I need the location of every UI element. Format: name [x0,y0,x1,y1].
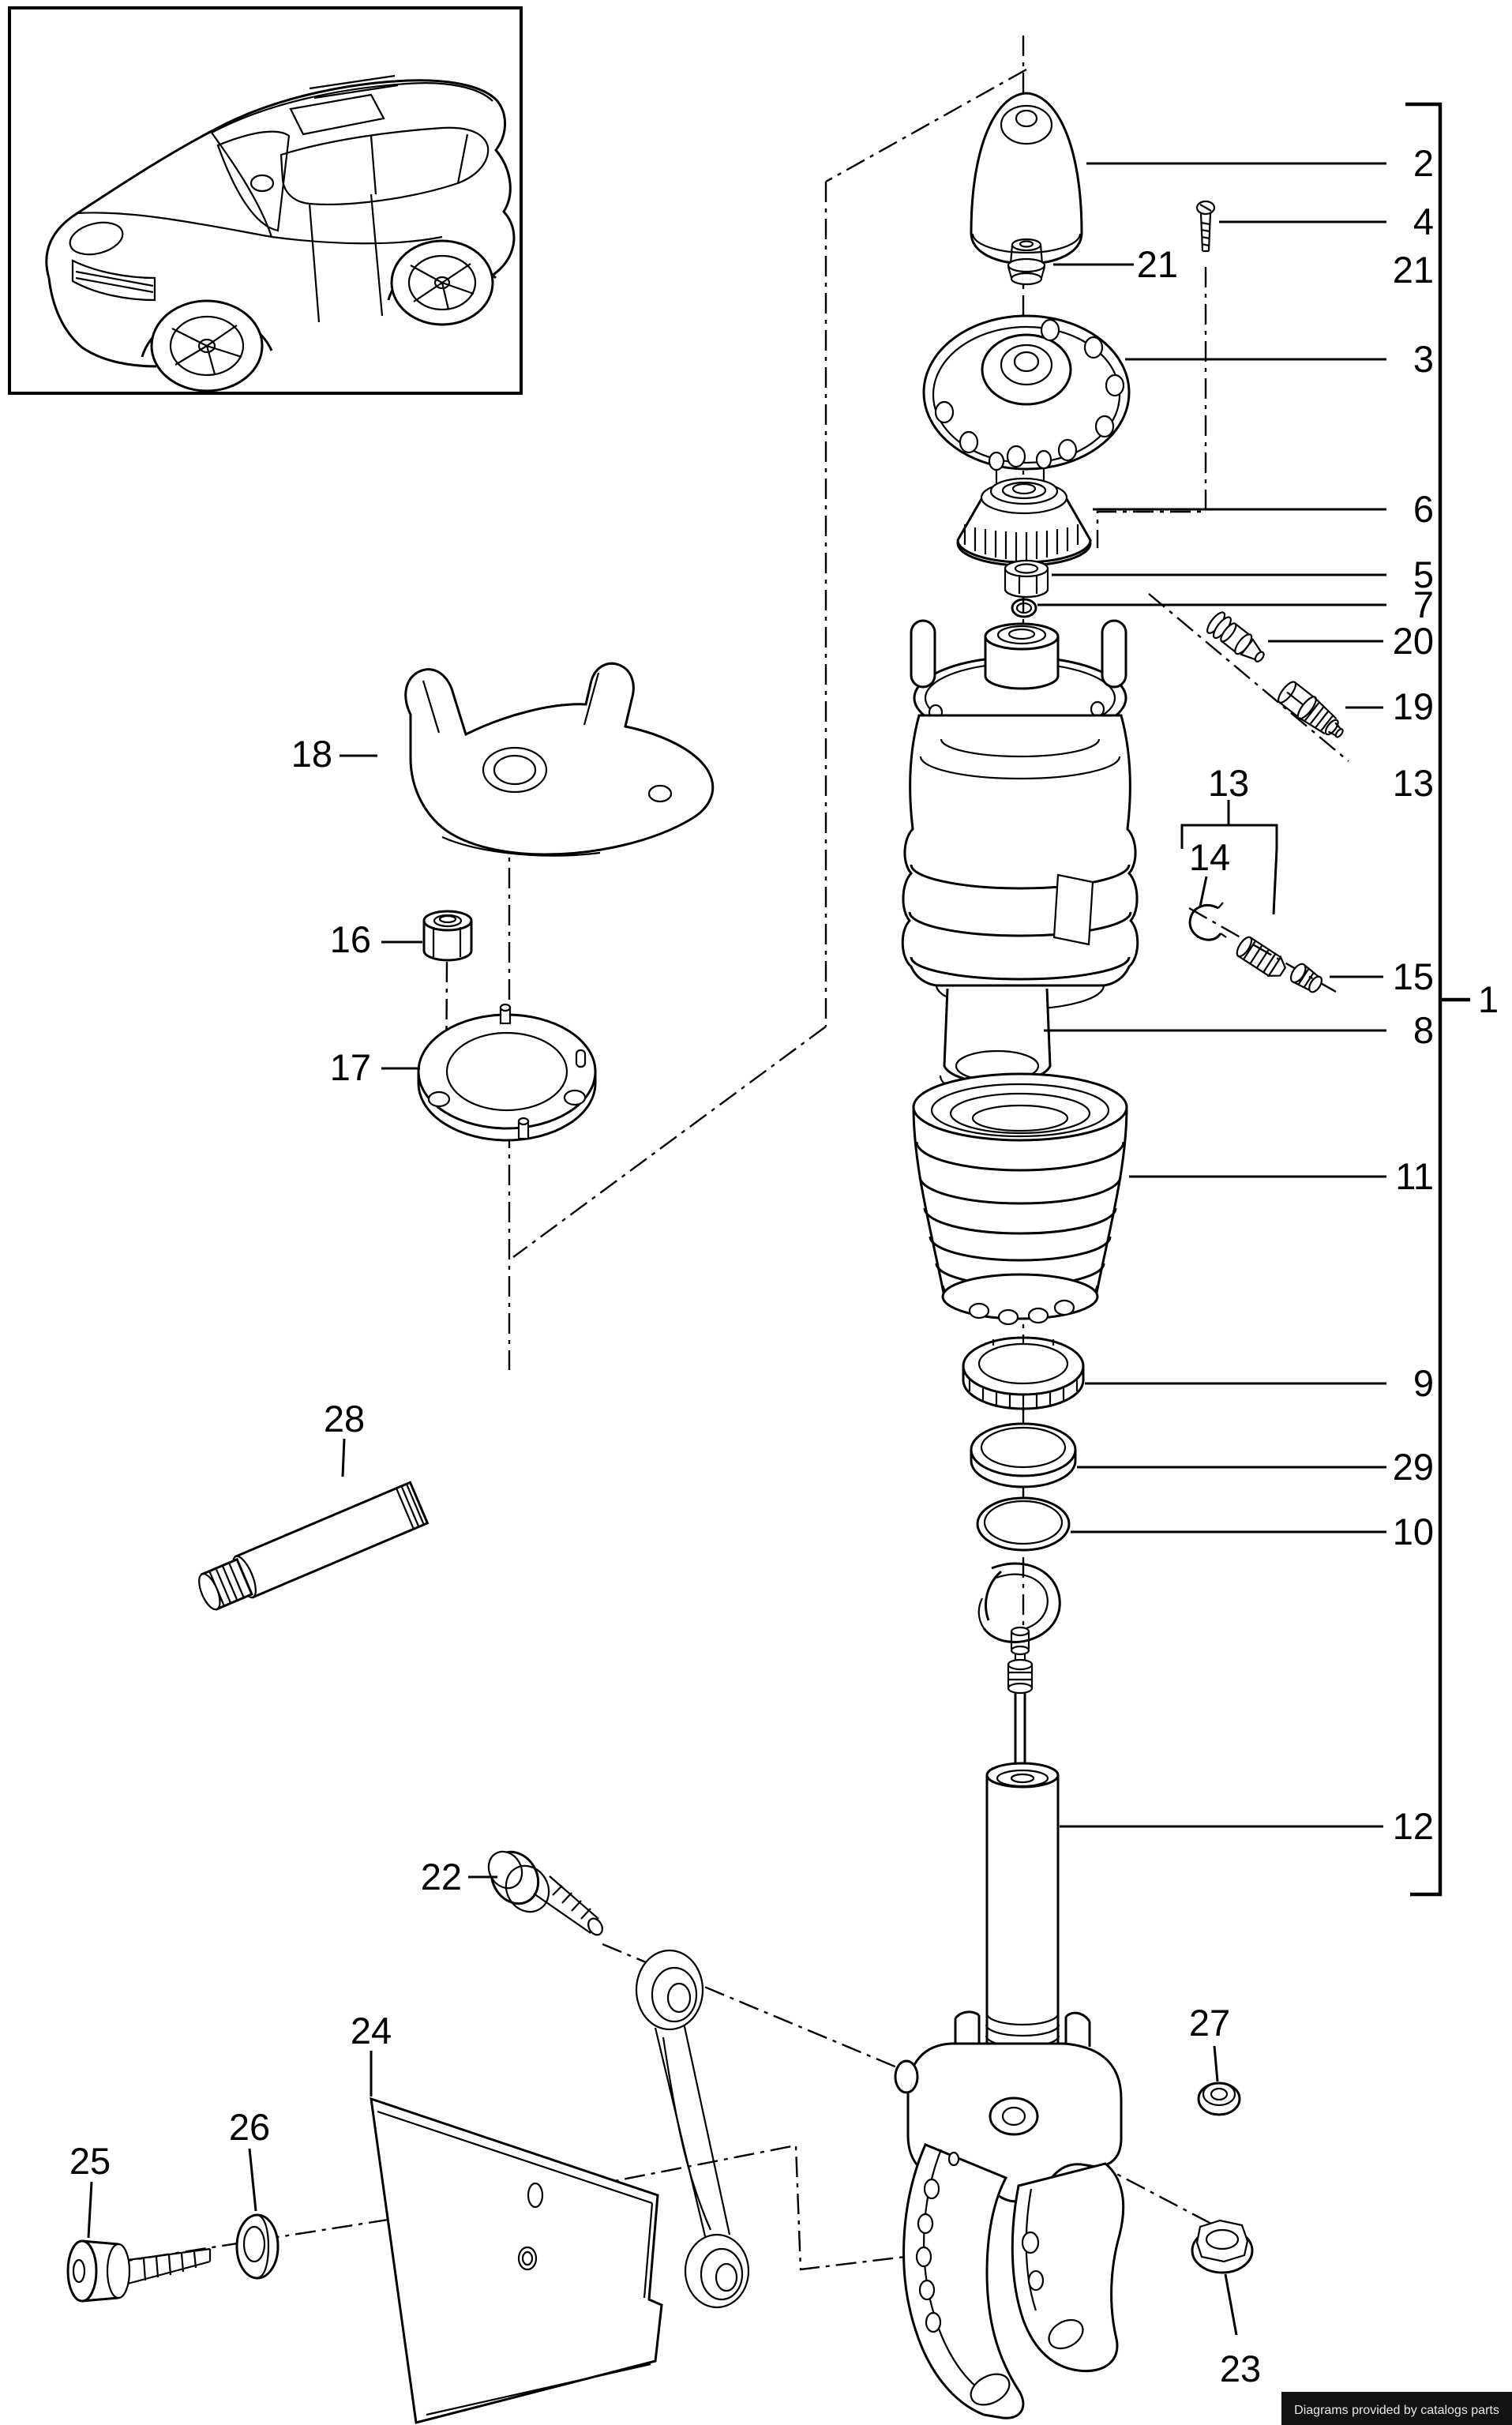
strut-fork [894,2010,1125,2419]
part-11-bellows [912,1072,1128,1326]
footer-bar-background [1281,2392,1512,2425]
callout-9: 9 [1413,1362,1434,1404]
callout-19: 19 [1393,685,1434,727]
part-23-nut [1191,2219,1254,2274]
callout-7: 7 [1413,584,1434,625]
callout-18: 18 [291,733,332,775]
part-19-plug [1278,681,1344,738]
part-16-nut [422,910,473,962]
stabilizer-link [635,1949,750,2309]
callout-14: 14 [1189,836,1230,878]
part-29-ring [970,1422,1077,1488]
callout-21-mid: 21 [1137,243,1178,285]
part-14-fitting [1236,936,1287,977]
part-27-nut [1197,2082,1241,2116]
callout-11: 11 [1395,1155,1434,1197]
footer-credit-text: Diagrams provided by catalogs parts [1294,2404,1499,2417]
callout-leaders [87,162,1386,2336]
callout-2: 2 [1413,142,1434,184]
callout-13-mid: 13 [1208,762,1249,804]
part-15-cap [1289,963,1323,993]
air-spring-bag [901,714,1139,1011]
callout-24: 24 [351,2010,392,2051]
part-14-circlip [1188,902,1227,941]
front-wheel [141,299,273,392]
part-26-washer [235,2213,280,2280]
callout-20: 20 [1393,620,1434,662]
part-25-bolt [66,2239,212,2303]
callout-26: 26 [229,2106,270,2148]
part-17-retainer-ring [417,1003,597,1142]
callout-23: 23 [1220,2348,1261,2389]
part-3-strut-mount [922,314,1131,483]
callout-25: 25 [69,2140,111,2182]
callout-28: 28 [324,1398,365,1440]
part-6-bearing-cone [956,477,1092,567]
callout-16: 16 [330,918,371,960]
part-18-bracket [404,662,715,857]
callout-10: 10 [1393,1511,1434,1552]
part-10-o-ring [976,1496,1071,1552]
callout-17: 17 [330,1046,371,1088]
part-22-bolt [487,1850,603,1936]
callout-3: 3 [1413,338,1434,380]
callout-29: 29 [1393,1446,1434,1488]
part-21-valve-insert [1007,238,1046,286]
part-20-valve-fitting [1206,611,1265,663]
part-28-grease-tube [198,1481,430,1611]
assembly-1-bracket [1405,102,1470,1897]
callout-22: 22 [421,1856,462,1898]
vehicle-thumbnail [8,6,523,395]
part-24-stone-guard [370,2097,663,2424]
callout-21-right: 21 [1393,249,1434,291]
callout-labels: 2 4 21 3 6 5 7 20 19 13 15 1 8 11 9 29 1… [69,142,1499,2389]
callout-1: 1 [1478,978,1499,1020]
retaining-hook [977,1562,1061,1643]
part-7-retaining-ring [1011,598,1037,618]
rear-wheel [387,239,497,326]
part-5-nut [1004,559,1049,599]
callout-5: 5 [1413,554,1434,595]
callout-8: 8 [1413,1009,1434,1051]
footer-credit-bar: Diagrams provided by catalogs parts [1281,2392,1512,2425]
callout-6: 6 [1413,488,1434,530]
part-2-bump-stop [970,92,1083,265]
callout-13-right: 13 [1393,762,1434,804]
part-12-shock-absorber [981,1626,1064,2065]
callout-4: 4 [1413,201,1434,242]
part-4-screw [1195,200,1216,253]
callout-27: 27 [1189,2002,1230,2044]
part-9-lock-ring [962,1336,1085,1410]
callout-15: 15 [1393,955,1434,997]
callout-12: 12 [1393,1805,1434,1847]
